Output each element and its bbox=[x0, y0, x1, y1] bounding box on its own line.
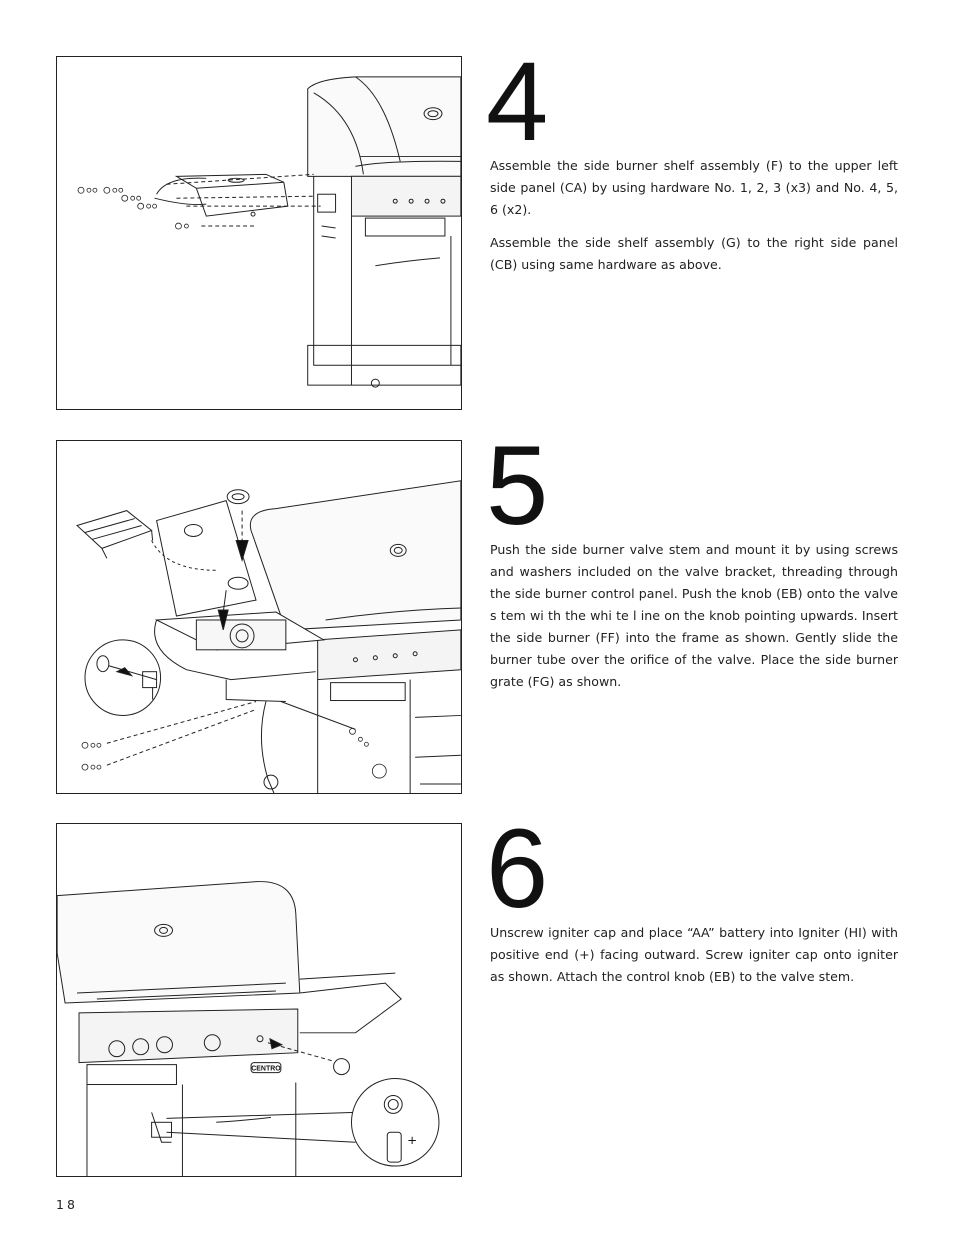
step-6-illustration: CENTRO + bbox=[56, 823, 462, 1177]
step-4-illustration bbox=[56, 56, 462, 410]
step-4-instructions: Assemble the side burner shelf assembly … bbox=[490, 155, 898, 287]
battery-plus-label: + bbox=[407, 1133, 417, 1147]
step-5-paragraph-1: Push the side burner valve stem and moun… bbox=[490, 542, 898, 689]
step-5-illustration bbox=[56, 440, 462, 794]
step-4-paragraph-1: Assemble the side burner shelf assembly … bbox=[490, 158, 898, 217]
step-6-number: 6 bbox=[486, 806, 549, 931]
side-shelf-assembly-drawing bbox=[77, 76, 461, 388]
centro-brand-badge: CENTRO bbox=[251, 1066, 281, 1073]
step-4-number: 4 bbox=[486, 39, 549, 164]
step-6-instructions: Unscrew igniter cap and place “AA” batte… bbox=[490, 922, 898, 999]
step-5-number: 5 bbox=[486, 423, 549, 548]
side-burner-install-drawing bbox=[76, 480, 461, 793]
step-5-instructions: Push the side burner valve stem and moun… bbox=[490, 539, 898, 704]
step-4-paragraph-2: Assemble the side shelf assembly (G) to … bbox=[490, 235, 898, 272]
page-number: 18 bbox=[56, 1197, 78, 1212]
step-6-paragraph-1: Unscrew igniter cap and place “AA” batte… bbox=[490, 925, 898, 984]
igniter-battery-drawing: CENTRO + bbox=[57, 881, 440, 1176]
